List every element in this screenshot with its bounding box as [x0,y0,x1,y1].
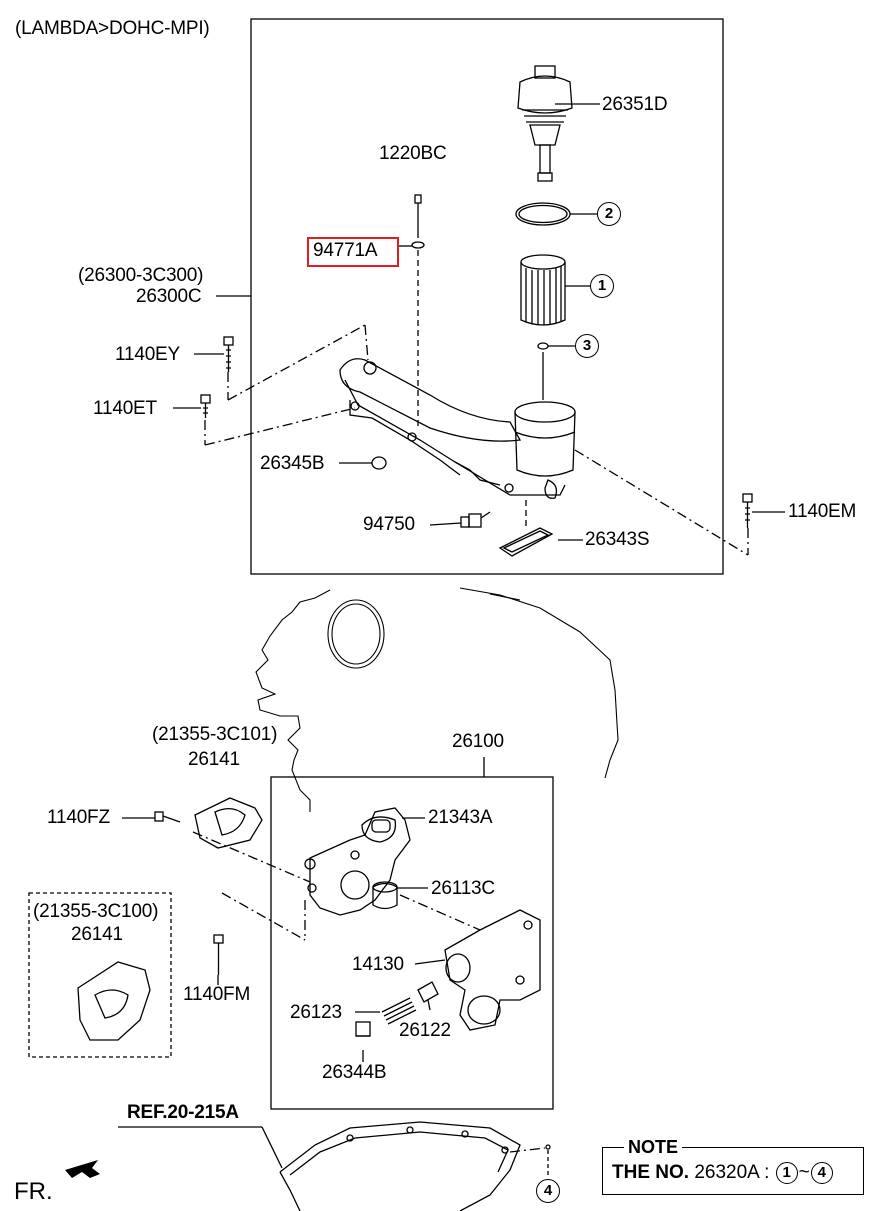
part-label-21343a[interactable]: 21343A [428,807,493,828]
part-label-26100[interactable]: 26100 [452,731,504,752]
bolt-1140et-drawing [200,394,211,418]
engine-spec-label: (LAMBDA>DOHC-MPI) [15,18,210,39]
part-label-1140fz[interactable]: 1140FZ [47,807,110,828]
front-direction-label: FR. [14,1178,53,1205]
part-label-26343s[interactable]: 26343S [585,529,650,550]
sensor-94750-drawing [460,511,491,528]
part-label-26300-ref[interactable]: (26300-3C300) [78,265,204,286]
front-direction-arrow [65,1160,100,1178]
note-text: THE NO. 26320A : 1~4 [612,1162,834,1184]
part-label-94750[interactable]: 94750 [363,514,415,535]
bolt-1220bc-drawing [411,194,425,430]
part-label-26351d[interactable]: 26351D [602,94,668,115]
callout-2[interactable]: 2 [597,202,621,226]
note-box [602,1147,864,1195]
part-label-1140et[interactable]: 1140ET [93,398,157,419]
variant-cover-frame [28,892,172,1058]
timing-cover-a-drawing [194,797,263,849]
note-range-end: 4 [810,1162,833,1184]
part-label-1220bc[interactable]: 1220BC [379,143,447,164]
part-label-26344b[interactable]: 26344B [322,1062,387,1083]
note-prefix: THE NO. [612,1162,690,1184]
part-label-1140em[interactable]: 1140EM [788,501,857,522]
note-range-start: 1 [775,1162,798,1184]
reference-label[interactable]: REF.20-215A [127,1102,239,1123]
oil-filter-housing-drawing [339,352,576,499]
part-label-26141-a[interactable]: 26141 [188,749,240,770]
relief-valve-housing-drawing [444,909,541,1031]
note-part: 26320A : [694,1162,770,1184]
part-label-26123[interactable]: 26123 [290,1002,342,1023]
o-ring-drawing [515,202,571,226]
note-title: NOTE [624,1136,683,1158]
oil-pump-body-drawing [304,807,411,916]
part-label-26141-b[interactable]: 26141 [71,924,123,945]
callout-3[interactable]: 3 [575,334,599,358]
highlight-box-94771a [307,237,399,267]
bolt-1140em-drawing [742,493,753,528]
bolt-1140fz-drawing [154,811,181,823]
part-label-26300c[interactable]: 26300C [136,286,202,307]
note-tilde: ~ [798,1162,810,1184]
part-label-21355-ref-a[interactable]: (21355-3C101) [152,724,278,745]
part-label-1140fm[interactable]: 1140FM [183,984,251,1005]
callout-4[interactable]: 4 [536,1179,560,1203]
part-label-26113c[interactable]: 26113C [431,878,495,899]
oil-filter-cap-drawing [517,65,573,182]
oil-pump-group-frame [270,776,554,1110]
oil-pan-drawing [279,1121,521,1211]
spring-plunger-drawing [355,981,439,1037]
part-label-1140ey[interactable]: 1140EY [115,344,181,365]
gasket-drawing [498,527,554,557]
part-label-26345b[interactable]: 26345B [260,453,325,474]
part-label-14130[interactable]: 14130 [352,954,404,975]
bolt-1140ey-drawing [223,336,234,372]
part-label-26122[interactable]: 26122 [399,1020,451,1041]
callout-1[interactable]: 1 [590,274,614,298]
bolt-1140fm-drawing [213,934,224,975]
engine-block-outline [255,587,619,812]
part-label-94771a[interactable]: 94771A [313,240,378,261]
part-label-21355-ref-b[interactable]: (21355-3C100) [33,901,159,922]
timing-cover-b-drawing [77,961,151,1041]
filter-element-drawing [520,254,566,326]
